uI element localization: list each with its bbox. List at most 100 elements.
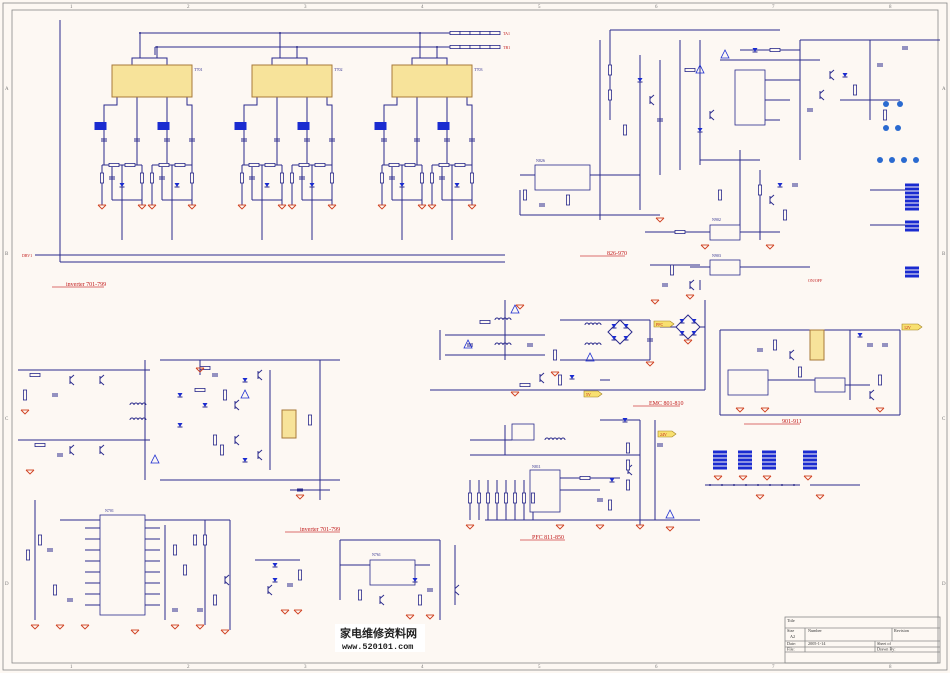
resistor bbox=[513, 492, 518, 504]
ground-icon bbox=[405, 614, 415, 620]
wire bbox=[243, 97, 258, 165]
resistor bbox=[883, 109, 888, 121]
junction-dot bbox=[721, 484, 723, 486]
resistor bbox=[522, 492, 527, 504]
ground-icon bbox=[55, 624, 65, 630]
transistor-emitter bbox=[379, 601, 385, 606]
diode bbox=[454, 183, 460, 187]
resistor bbox=[404, 162, 416, 167]
resistor bbox=[22, 389, 27, 401]
resistor bbox=[479, 30, 491, 35]
resistor bbox=[53, 584, 58, 596]
diode bbox=[842, 73, 848, 77]
capacitor bbox=[134, 138, 140, 142]
ground-icon bbox=[550, 371, 560, 377]
ground-triangle bbox=[25, 469, 35, 475]
resistor bbox=[553, 349, 558, 361]
transistor-emitter bbox=[819, 96, 825, 101]
zone-column-label: 6 bbox=[655, 665, 658, 670]
resistor bbox=[194, 387, 206, 392]
resistor bbox=[558, 374, 563, 386]
svg-text:EMC 801-810: EMC 801-810 bbox=[649, 401, 684, 407]
test-point-icon bbox=[883, 125, 889, 131]
resistor bbox=[248, 162, 260, 167]
ground-icon bbox=[417, 204, 427, 210]
capacitor bbox=[101, 138, 107, 142]
ic-package bbox=[369, 559, 416, 586]
resistor bbox=[329, 172, 334, 184]
net-flag-pfc: PFC bbox=[653, 320, 675, 328]
capacitor bbox=[297, 488, 303, 492]
zone-column-label: 3 bbox=[304, 665, 307, 670]
resistor bbox=[357, 589, 362, 601]
title-block-border bbox=[784, 616, 941, 664]
transistor-collector bbox=[819, 89, 825, 94]
test-point-icon bbox=[895, 125, 901, 131]
ground-triangle bbox=[655, 217, 665, 223]
net-label-drive: DRV1 bbox=[22, 253, 32, 258]
resistor bbox=[718, 189, 723, 201]
ground-triangle bbox=[683, 339, 693, 345]
resistor bbox=[878, 374, 883, 386]
transistor-emitter bbox=[234, 441, 240, 446]
transformer-ref: T702 bbox=[334, 67, 342, 72]
resistor bbox=[449, 45, 461, 50]
transistor bbox=[819, 89, 825, 101]
transistor-emitter bbox=[689, 286, 695, 291]
resistor bbox=[469, 30, 481, 35]
resistor bbox=[626, 459, 631, 471]
ground-icon bbox=[700, 244, 710, 250]
resistor bbox=[34, 442, 46, 447]
junction-dot bbox=[279, 32, 281, 34]
resistor bbox=[174, 162, 186, 167]
capacitor bbox=[52, 393, 58, 397]
capacitor bbox=[189, 138, 195, 142]
resistor bbox=[489, 45, 501, 50]
test-point-icon bbox=[913, 157, 919, 163]
wire bbox=[103, 97, 118, 165]
ground-triangle bbox=[510, 391, 520, 397]
zone-column-label: 1 bbox=[70, 665, 73, 670]
transistor-collector bbox=[69, 444, 75, 449]
ground-triangle bbox=[713, 475, 723, 481]
resistor bbox=[264, 162, 276, 167]
resistor bbox=[853, 84, 858, 96]
ground-triangle bbox=[645, 361, 655, 367]
inductor bbox=[584, 342, 602, 346]
diode bbox=[272, 578, 278, 582]
resistor bbox=[438, 162, 450, 167]
ground-icon bbox=[635, 524, 645, 530]
inverter-ic-ref: N701 bbox=[105, 508, 114, 513]
transistor-emitter bbox=[869, 396, 875, 401]
section-title-inverter-bottom: inverter 701-799 bbox=[285, 527, 340, 533]
ground-icon bbox=[645, 361, 655, 367]
resistor bbox=[29, 372, 41, 377]
svg-text:www.520101.com: www.520101.com bbox=[342, 642, 413, 652]
ground-icon bbox=[277, 204, 287, 210]
ground-triangle bbox=[220, 629, 230, 635]
transistor bbox=[69, 444, 75, 456]
capacitor bbox=[164, 138, 170, 142]
diode bbox=[399, 183, 405, 187]
ground-triangle bbox=[815, 494, 825, 500]
inductor bbox=[129, 417, 147, 421]
ground-triangle bbox=[665, 526, 675, 532]
ground-icon bbox=[97, 204, 107, 210]
section-title-standby: 826-970 bbox=[580, 251, 627, 257]
net-flag-24v: 24V bbox=[657, 430, 677, 438]
transistor-collector bbox=[234, 399, 240, 404]
diode bbox=[569, 375, 575, 379]
resistor bbox=[459, 45, 471, 50]
capacitor bbox=[662, 283, 668, 287]
zone-column-label: 8 bbox=[889, 5, 892, 10]
zone-row-label: A bbox=[942, 87, 946, 92]
capacitor bbox=[287, 583, 293, 587]
ground-triangle bbox=[195, 367, 205, 373]
ground-triangle bbox=[875, 407, 885, 413]
revision-label: Revision bbox=[894, 628, 910, 633]
zone-column-label: 7 bbox=[772, 5, 775, 10]
diode bbox=[777, 183, 783, 187]
ground-triangle bbox=[762, 475, 772, 481]
